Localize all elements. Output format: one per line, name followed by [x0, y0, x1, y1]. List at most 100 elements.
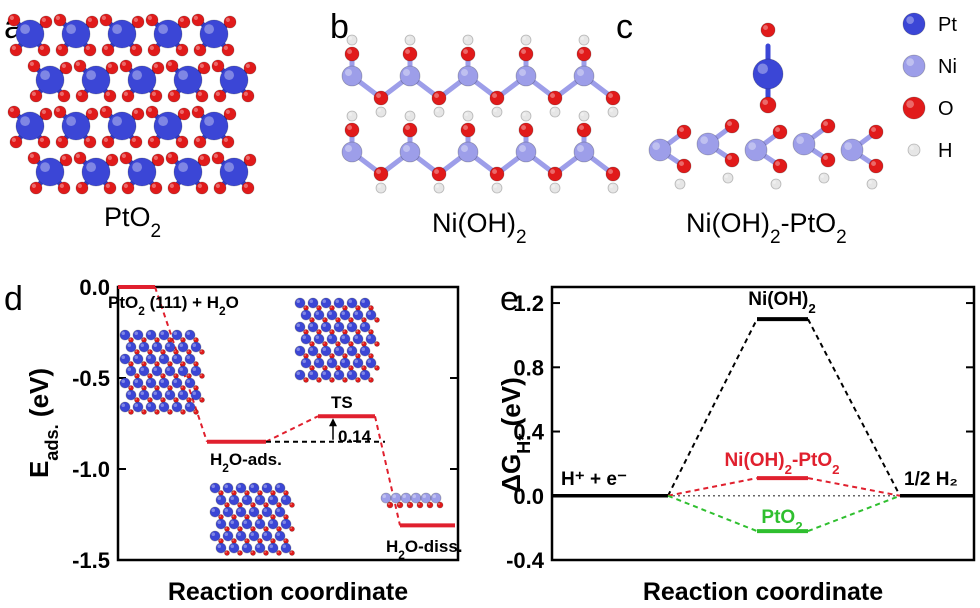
o-atom	[151, 153, 165, 167]
pt-atom-highlight	[263, 508, 267, 512]
o-atom	[373, 90, 389, 106]
o-atom-highlight	[356, 306, 358, 308]
o-atom-highlight	[161, 398, 163, 400]
o-atom-highlight	[213, 153, 218, 158]
o-atom-highlight	[304, 354, 306, 356]
o-atom	[289, 526, 295, 532]
pt-atom	[125, 365, 137, 377]
pt-atom-highlight	[153, 343, 157, 347]
h-atom-highlight	[493, 184, 497, 188]
o-atom-highlight	[167, 153, 172, 158]
o-atom-highlight	[362, 342, 364, 344]
o-atom-highlight	[271, 539, 273, 541]
h-atom	[462, 110, 474, 122]
pt-atom	[352, 333, 364, 345]
pt-atom	[320, 345, 332, 357]
pt-atom-highlight	[243, 496, 247, 500]
o-atom-highlight	[245, 155, 250, 160]
o-atom	[197, 153, 211, 167]
h-atom-highlight	[724, 174, 728, 178]
pt-atom	[254, 518, 266, 530]
pt-atom	[365, 309, 377, 321]
pt-atom-highlight	[134, 403, 138, 407]
y-tick-label: -0.4	[506, 548, 545, 573]
o-atom	[576, 46, 592, 62]
o-atom-highlight	[330, 330, 332, 332]
o-atom	[73, 59, 87, 73]
o-atom	[547, 166, 563, 182]
o-atom	[119, 59, 133, 73]
o-atom-highlight	[29, 61, 34, 66]
o-atom	[55, 135, 69, 149]
o-atom	[165, 59, 179, 73]
ni-atom-highlight	[652, 142, 661, 150]
ni-atom-highlight	[700, 136, 709, 144]
h-atom	[549, 106, 561, 118]
pt-atom	[274, 506, 286, 518]
o-atom	[131, 15, 145, 29]
ni-atom-highlight	[748, 142, 757, 150]
o-atom-highlight	[284, 491, 286, 493]
pt-atom	[145, 377, 157, 389]
pt-atom-highlight	[309, 371, 313, 375]
pt-atom	[228, 494, 240, 506]
pt-atom-highlight	[243, 544, 247, 548]
o-atom-highlight	[349, 366, 351, 368]
o-atom-highlight	[59, 91, 64, 96]
o-atom-highlight	[123, 91, 128, 96]
o-atom	[85, 107, 99, 121]
h-atom	[346, 34, 358, 46]
o-atom	[167, 89, 181, 103]
o-atom-highlight	[135, 374, 137, 376]
x-axis-title: Reaction coordinate	[643, 578, 883, 606]
o-atom	[724, 152, 740, 168]
pt-atom	[326, 309, 338, 321]
o-atom-highlight	[223, 45, 228, 51]
o-atom-highlight	[133, 17, 138, 22]
pt-atom	[241, 518, 253, 530]
pt-atom	[294, 345, 306, 357]
pt-atom-highlight	[40, 162, 50, 173]
o-atom-highlight	[362, 318, 364, 320]
h-atom-highlight	[406, 112, 410, 116]
pt-atom	[125, 389, 137, 401]
pt-atom	[127, 65, 157, 95]
pt-atom-highlight	[315, 359, 319, 363]
y-tick-label: -1.5	[72, 548, 110, 573]
pt-atom	[81, 157, 111, 187]
pt-atom	[209, 482, 221, 494]
o-atom-highlight	[77, 91, 82, 96]
o-atom-highlight	[317, 378, 319, 380]
pt-atom	[248, 482, 260, 494]
pt-atom-highlight	[296, 323, 300, 327]
o-atom	[223, 107, 237, 121]
pt-atom-highlight	[296, 347, 300, 351]
y-tick-label: 0.8	[513, 355, 544, 380]
o-atom-highlight	[135, 350, 137, 352]
pt-atom-highlight	[192, 391, 196, 395]
pt-atom-highlight	[322, 299, 326, 303]
ni-atom-highlight	[403, 69, 410, 76]
o-atom-highlight	[181, 386, 183, 388]
slab-inset-initial	[119, 329, 205, 415]
o-atom-highlight	[155, 362, 157, 364]
o-atom	[676, 124, 692, 140]
o-atom-highlight	[187, 350, 189, 352]
o-atom-highlight	[59, 183, 64, 188]
pt-atom	[294, 321, 306, 333]
pt-atom-highlight	[217, 496, 221, 500]
pt-atom	[339, 309, 351, 321]
pt-atom	[261, 506, 273, 518]
o-atom-highlight	[232, 491, 234, 493]
o-atom	[195, 181, 209, 195]
pt-atom	[274, 482, 286, 494]
o-atom	[868, 158, 884, 174]
o-atom	[243, 61, 257, 75]
pt-atom-highlight	[134, 331, 138, 335]
ni-atom-highlight	[345, 145, 352, 152]
y-tick-label: -0.5	[72, 366, 110, 391]
o-atom-highlight	[194, 386, 196, 388]
o-atom	[59, 61, 73, 75]
pt-atom	[138, 389, 150, 401]
series-connector-left	[667, 477, 758, 497]
